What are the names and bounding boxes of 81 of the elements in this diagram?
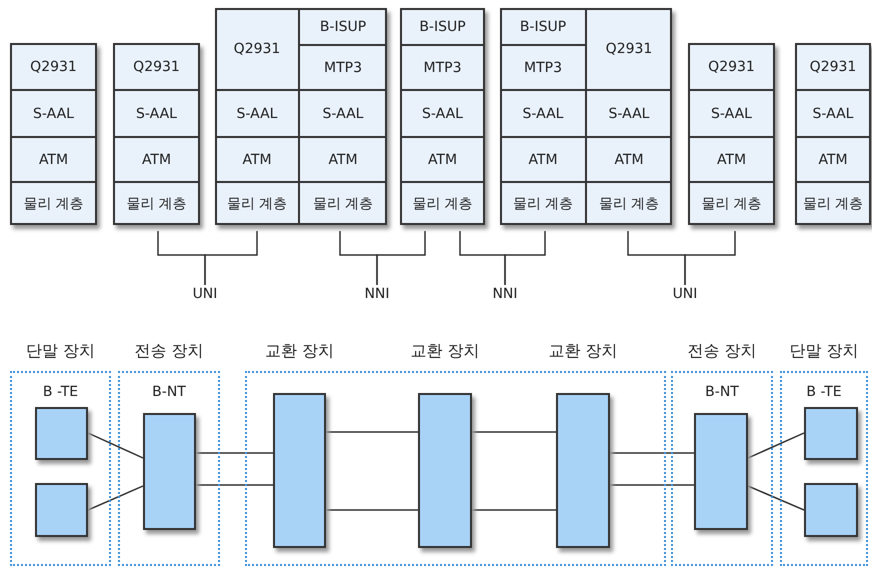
bracket-line <box>504 231 546 285</box>
device-box <box>556 393 610 548</box>
bracket-line <box>376 231 426 285</box>
layer-cell: ATM <box>113 137 200 182</box>
layer-cell: S-AAL <box>500 90 586 137</box>
layer-cell: MTP3 <box>500 45 586 90</box>
layer-cell: ATM <box>10 137 97 182</box>
layer-cell: ATM <box>500 137 586 182</box>
layer-cell: B-ISUP <box>299 8 387 45</box>
device-box <box>804 407 858 460</box>
group-heading: 교환 장치 <box>410 341 480 362</box>
bracket-line <box>684 231 736 285</box>
connection-line <box>196 452 273 454</box>
layer-cell: S-AAL <box>688 90 775 137</box>
layer-cell: S-AAL <box>10 90 97 137</box>
layer-cell: ATM <box>400 137 485 182</box>
protocol-stack <box>795 43 871 225</box>
layer-cell: S-AAL <box>215 90 299 137</box>
device-box <box>273 393 326 548</box>
protocol-stack <box>500 8 672 225</box>
group-heading: 교환 장치 <box>548 341 618 362</box>
layer-cell: S-AAL <box>113 90 200 137</box>
protocol-stack <box>688 43 775 225</box>
layer-cell: S-AAL <box>400 90 485 137</box>
layer-cell: MTP3 <box>299 45 387 90</box>
connection-line <box>610 484 694 486</box>
device-group-box <box>118 371 220 566</box>
group-heading: 교환 장치 <box>264 341 334 362</box>
connection-line <box>88 432 144 459</box>
layer-cell: 물리 계층 <box>500 182 586 225</box>
layer-cell: MTP3 <box>400 45 485 90</box>
device-box <box>694 413 748 530</box>
protocol-stack <box>400 8 485 225</box>
connection-line <box>748 432 804 459</box>
protocol-stack <box>113 43 200 225</box>
layer-cell: 물리 계층 <box>586 182 672 225</box>
group-heading: 전송 장치 <box>134 341 204 362</box>
device-box <box>804 483 858 537</box>
layer-cell: B-ISUP <box>500 8 586 45</box>
bracket-line <box>204 231 258 285</box>
device-box <box>35 483 88 537</box>
interface-label: UNI <box>190 285 220 303</box>
connection-line <box>196 484 273 486</box>
device-box <box>35 407 88 460</box>
protocol-stack <box>10 43 97 225</box>
layer-cell: S-AAL <box>795 90 871 137</box>
connection-line <box>88 485 144 511</box>
group-heading: 단말 장치 <box>26 341 96 362</box>
interface-label: NNI <box>362 285 392 303</box>
device-group-box <box>671 371 773 566</box>
connection-line <box>610 452 694 454</box>
connection-line <box>472 431 556 433</box>
device-label: B -TE <box>806 384 842 400</box>
layer-cell: ATM <box>586 137 672 182</box>
layer-cell: Q2931 <box>215 8 299 90</box>
layer-cell: ATM <box>795 137 871 182</box>
connection-line <box>326 509 418 511</box>
device-box <box>143 413 196 530</box>
layer-cell: ATM <box>688 137 775 182</box>
group-heading: 전송 장치 <box>687 341 757 362</box>
layer-cell: Q2931 <box>586 8 672 90</box>
protocol-stack <box>215 8 387 225</box>
interface-label: NNI <box>490 285 520 303</box>
layer-cell: S-AAL <box>586 90 672 137</box>
device-group-box <box>245 371 666 566</box>
device-label: B-NT <box>705 384 739 400</box>
layer-cell: ATM <box>299 137 387 182</box>
device-label: B-NT <box>152 384 186 400</box>
interface-label: UNI <box>670 285 700 303</box>
connection-line <box>472 509 556 511</box>
layer-cell: 물리 계층 <box>215 182 299 225</box>
device-label: B -TE <box>42 384 78 400</box>
layer-cell: S-AAL <box>299 90 387 137</box>
group-heading: 단말 장치 <box>789 341 859 362</box>
layer-cell: ATM <box>215 137 299 182</box>
connection-line <box>748 485 804 511</box>
device-group-box <box>10 371 111 566</box>
connection-line <box>326 431 418 433</box>
device-group-box <box>780 371 868 566</box>
device-box <box>418 393 472 548</box>
layer-cell: 물리 계층 <box>299 182 387 225</box>
